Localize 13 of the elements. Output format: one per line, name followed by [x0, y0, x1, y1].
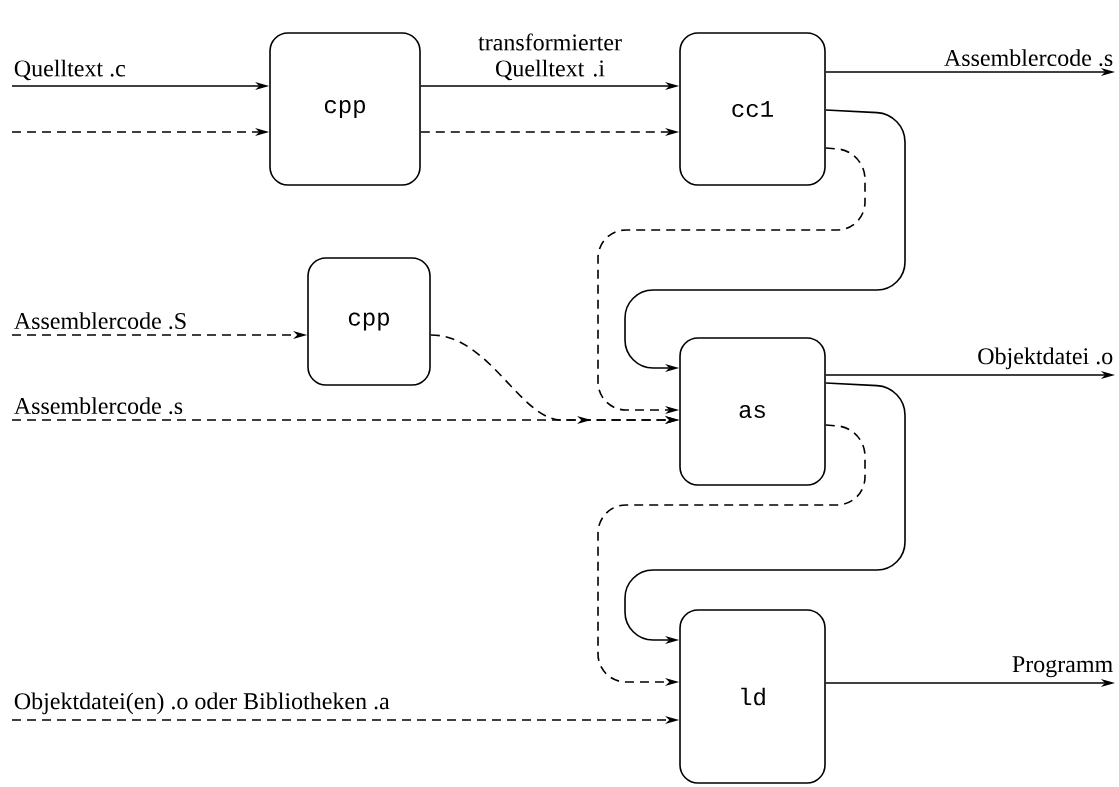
- process-box: ld: [679, 609, 826, 784]
- edge-label: Assemblercode .s: [14, 397, 183, 415]
- edge-label: transformierter Quelltext .i: [478, 33, 622, 81]
- edge-label: Objektdatei(en) .o oder Bibliotheken .a: [14, 692, 390, 715]
- edge-label: Programm: [1012, 656, 1113, 678]
- edge-label: Assemblercode .S: [14, 312, 186, 330]
- process-box: cpp: [269, 32, 421, 186]
- process-box: as: [679, 337, 826, 486]
- edge-label: Objektdatei .o: [978, 347, 1113, 370]
- process-box: cpp: [307, 257, 431, 386]
- edge-label: Quelltext .c: [14, 59, 126, 81]
- process-box: cc1: [679, 32, 826, 186]
- edge-label: Assemblercode .s: [944, 49, 1113, 67]
